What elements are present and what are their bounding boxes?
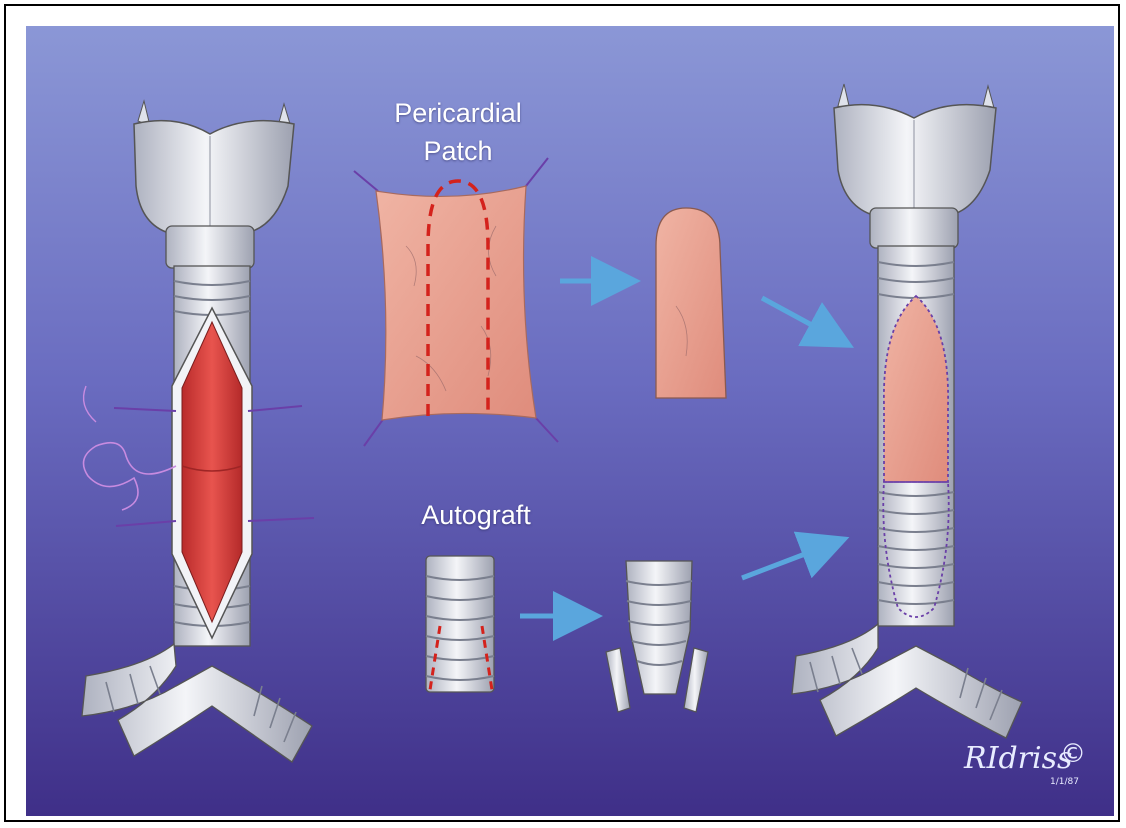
label-patch: Patch	[423, 136, 492, 166]
arrow-diagonal-icon	[760, 295, 854, 348]
arrow-diagonal-icon	[741, 531, 850, 581]
pericardial-patch	[353, 157, 559, 447]
illustration-panel: Pericardial Patch Autograft	[26, 26, 1114, 816]
copyright-symbol: ©	[1060, 739, 1086, 769]
label-autograft: Autograft	[421, 500, 531, 530]
autograft-segment	[425, 555, 495, 693]
trachea-incised	[81, 99, 315, 763]
signature-date: 1/1/87	[1050, 777, 1079, 787]
trimmed-patch	[655, 207, 727, 399]
autograft-trimmed	[605, 560, 709, 713]
label-pericardial: Pericardial	[394, 98, 522, 128]
tracheoplasty-diagram: Pericardial Patch Autograft	[26, 26, 1114, 816]
artist-signature: RIdriss © 1/1/87	[963, 739, 1086, 787]
trachea-repaired	[791, 83, 1023, 739]
suture-thread-icon	[82, 441, 177, 511]
signature-name: RIdriss	[963, 741, 1072, 776]
figure-frame: Pericardial Patch Autograft	[4, 4, 1120, 822]
